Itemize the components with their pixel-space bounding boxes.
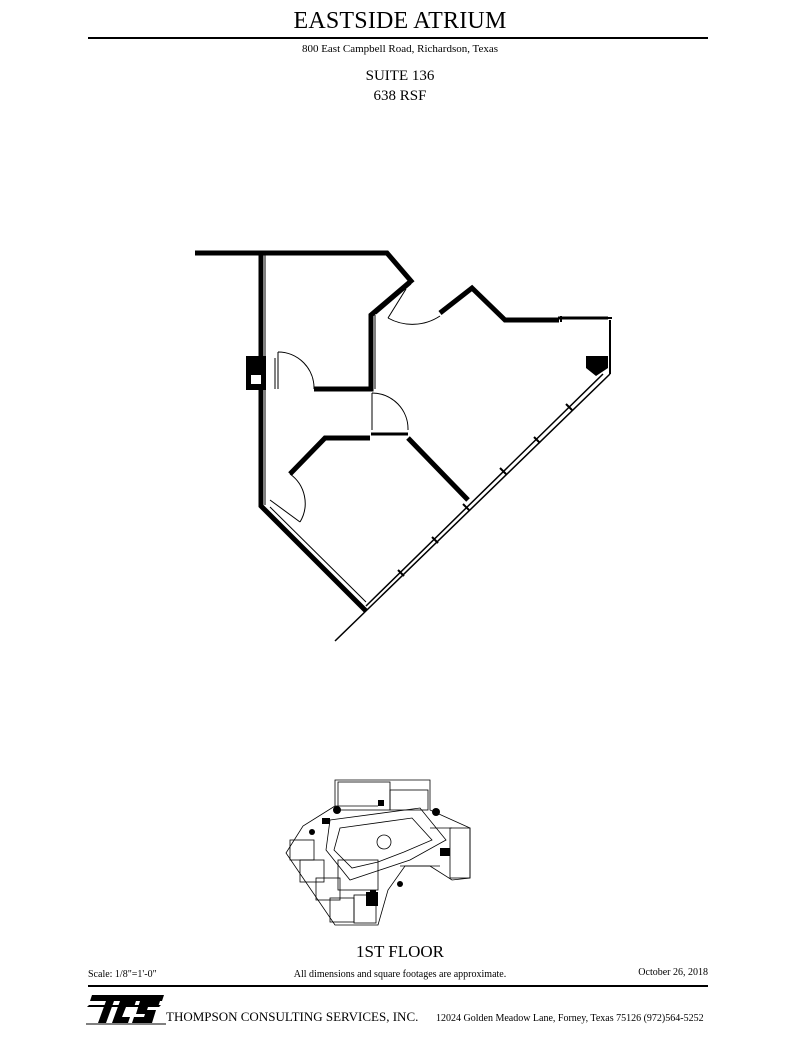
- key-plan-stair-2: [432, 808, 440, 816]
- wall-north: [195, 250, 415, 392]
- window-wall-diagonal: [334, 373, 611, 642]
- key-plan-stair-4: [397, 881, 403, 887]
- footer-divider: [88, 985, 708, 987]
- key-plan-block-sw: [353, 894, 377, 924]
- tcs-logo: [86, 995, 166, 1025]
- building-address: 800 East Campbell Road, Richardson, Texa…: [301, 43, 499, 55]
- key-plan-details: [309, 800, 450, 906]
- door-swing-1: [277, 351, 315, 390]
- drawing-scale: Scale: 1/8"=1'-0": [88, 969, 157, 980]
- header-divider: [88, 37, 708, 39]
- key-plan-core-2: [440, 848, 450, 856]
- suite-name: SUITE 136: [365, 68, 435, 84]
- key-plan-core-1: [378, 800, 384, 806]
- key-plan-stair-1: [333, 806, 341, 814]
- door-swing-2: [371, 392, 409, 431]
- window-mullion-1: [565, 403, 573, 411]
- suite-area: 638 RSF: [373, 88, 427, 104]
- door-leaf-3: [387, 288, 407, 319]
- key-plan-block-ne: [389, 789, 429, 811]
- building-title: EASTSIDE ATRIUM: [293, 8, 507, 34]
- wall-thin-5: [375, 283, 412, 315]
- wall-interior: [288, 435, 370, 476]
- column-west-void: [251, 375, 261, 384]
- key-plan-suite-highlight: [366, 892, 378, 906]
- door-swing-4: [289, 473, 306, 523]
- wall-east: [438, 284, 559, 323]
- wall-interior-right: [406, 436, 470, 502]
- key-plan-block-east: [449, 827, 471, 879]
- key-plan-block-west-1: [289, 839, 315, 861]
- wall-thin-6: [269, 506, 367, 603]
- key-plan: [285, 779, 471, 926]
- key-plan-block-west-2: [299, 859, 325, 883]
- column-east: [586, 356, 608, 376]
- company-name: THOMPSON CONSULTING SERVICES, INC.: [166, 1009, 419, 1024]
- key-plan-block-west-3: [315, 877, 341, 901]
- window-mullion-2: [533, 436, 541, 444]
- key-plan-fountain: [376, 834, 392, 850]
- key-plan-block-mid: [337, 859, 379, 891]
- window-mullion-4: [462, 503, 470, 511]
- suite-floor-plan: [195, 250, 612, 642]
- drawing-date: October 26, 2018: [638, 967, 708, 978]
- key-plan-atrium: [325, 807, 447, 881]
- window-mullion-6: [397, 569, 405, 577]
- key-plan-stair-3: [309, 829, 315, 835]
- window-wall-diagonal-inner: [365, 373, 604, 607]
- key-plan-atrium-inner: [333, 817, 433, 869]
- column-west: [246, 356, 266, 390]
- window-mullion-3: [499, 467, 507, 475]
- window-mullion-5: [431, 536, 439, 544]
- key-plan-block-west-4: [329, 897, 355, 923]
- disclaimer-text: All dimensions and square footages are a…: [293, 969, 507, 980]
- wall-west-lower: [258, 390, 368, 613]
- key-plan-core-4: [322, 818, 330, 824]
- door-swing-3: [387, 315, 441, 325]
- floor-label: 1ST FLOOR: [355, 942, 444, 961]
- company-address: 12024 Golden Meadow Lane, Forney, Texas …: [436, 1013, 704, 1024]
- door-leaf-4: [269, 499, 301, 523]
